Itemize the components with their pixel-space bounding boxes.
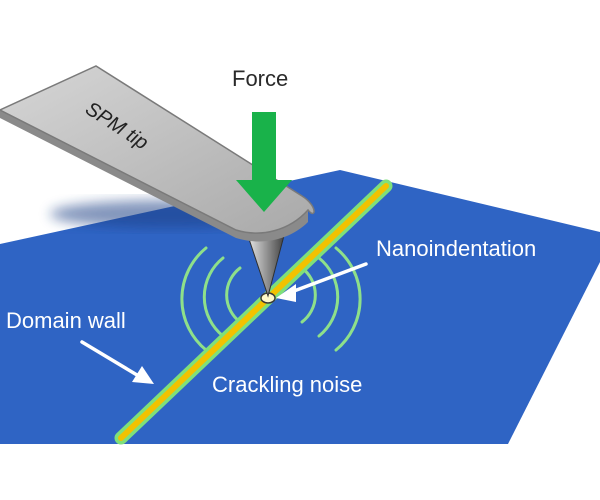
crackling-noise-label: Crackling noise — [212, 372, 362, 397]
noise-waves-left — [180, 246, 242, 352]
sample-surface — [0, 170, 600, 444]
noise-waves-right — [300, 246, 362, 352]
cantilever — [0, 65, 315, 242]
arrow-icon — [80, 340, 154, 384]
arrow-icon — [276, 262, 368, 302]
nanoindentation-label: Nanoindentation — [376, 236, 536, 261]
down-arrow-icon — [236, 112, 292, 212]
domain-wall-label: Domain wall — [6, 308, 126, 333]
domain-wall-line — [118, 183, 389, 441]
force-label: Force — [232, 66, 288, 91]
